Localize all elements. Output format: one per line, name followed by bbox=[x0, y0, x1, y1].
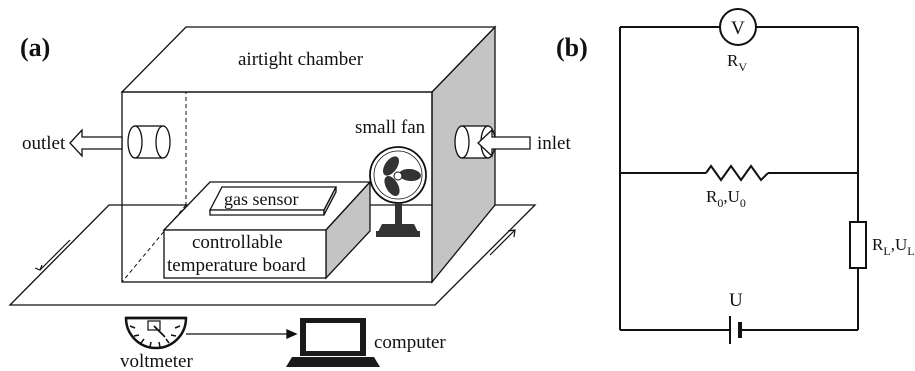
chamber-label: airtight chamber bbox=[238, 49, 364, 70]
circuit-wires bbox=[619, 26, 859, 331]
gas-sensor bbox=[208, 186, 338, 216]
fan-label: small fan bbox=[355, 117, 426, 138]
computer-label: computer bbox=[374, 332, 446, 353]
voltmeter-label: voltmeter bbox=[120, 351, 193, 371]
panel-a-label: (a) bbox=[20, 33, 50, 62]
chamber-front-face bbox=[121, 91, 433, 283]
floor-arrow-right bbox=[489, 229, 516, 256]
voltmeter-icon bbox=[124, 316, 188, 350]
r0u0-label: R0,U0 bbox=[706, 187, 746, 210]
floor-arrow-left bbox=[34, 239, 71, 271]
r0-resistor bbox=[705, 164, 769, 182]
computer-icon bbox=[286, 318, 380, 367]
outlet-arrow-icon bbox=[69, 128, 123, 158]
rv-label: RV bbox=[727, 51, 747, 74]
board-label-line2: temperature board bbox=[167, 255, 306, 276]
circuit-voltmeter: V bbox=[719, 8, 757, 46]
panel-b-label: (b) bbox=[556, 33, 588, 62]
inlet-label: inlet bbox=[537, 133, 571, 154]
temperature-board bbox=[162, 180, 372, 280]
outlet-label: outlet bbox=[22, 133, 66, 154]
fan-icon bbox=[369, 146, 427, 237]
outlet-port bbox=[127, 125, 171, 159]
inlet-arrow-icon bbox=[477, 128, 531, 158]
data-arrow bbox=[186, 328, 298, 340]
rl-resistor bbox=[849, 221, 867, 269]
sensor-label: gas sensor bbox=[224, 189, 299, 209]
rlul-label: RL,UL bbox=[872, 235, 915, 258]
source-label: U bbox=[729, 290, 743, 311]
battery-icon bbox=[729, 316, 742, 344]
board-label-line1: controllable bbox=[192, 232, 283, 253]
circuit-voltmeter-symbol: V bbox=[731, 18, 745, 39]
